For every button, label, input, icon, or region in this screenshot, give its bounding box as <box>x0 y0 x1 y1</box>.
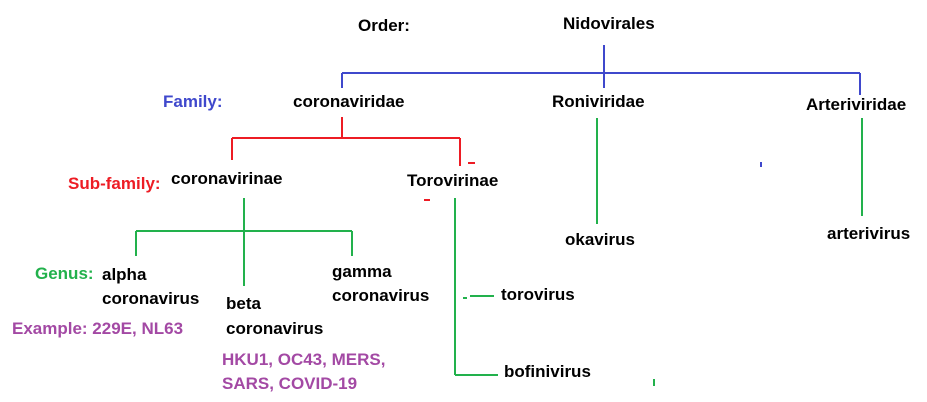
subfamily-connectors <box>231 117 475 201</box>
genus-gamma-line2: coronavirus <box>332 286 430 305</box>
genus-beta-line1: beta <box>226 294 261 313</box>
subfamily-torovirinae: Torovirinae <box>407 171 499 190</box>
example-beta-line1: HKU1, OC43, MERS, <box>222 350 386 369</box>
example-alpha: Example: 229E, NL63 <box>12 319 184 338</box>
genus-connectors <box>135 118 863 386</box>
genus-beta-line2: coronavirus <box>226 319 324 338</box>
example-beta-line2: SARS, COVID-19 <box>222 374 358 393</box>
genus-arterivirus: arterivirus <box>827 224 911 243</box>
family-connectors <box>341 45 861 167</box>
genus-alpha-line2: coronavirus <box>102 289 200 308</box>
subfamily-label: Sub-family: <box>68 174 161 193</box>
family-label: Family: <box>163 92 223 111</box>
subfamily-coronavirinae: coronavirinae <box>171 169 283 188</box>
family-arteriviridae: Arteriviridae <box>806 95 907 114</box>
genus-label: Genus: <box>35 264 94 283</box>
family-roniviridae: Roniviridae <box>552 92 645 111</box>
genus-torovirus: torovirus <box>501 285 575 304</box>
order-nidovirales: Nidovirales <box>563 14 655 33</box>
genus-okavirus: okavirus <box>565 230 635 249</box>
genus-bofinivirus: bofinivirus <box>504 362 591 381</box>
family-coronaviridae: coronaviridae <box>293 92 405 111</box>
genus-alpha-line1: alpha <box>102 265 147 284</box>
genus-gamma-line1: gamma <box>332 262 392 281</box>
order-label: Order: <box>358 16 410 35</box>
